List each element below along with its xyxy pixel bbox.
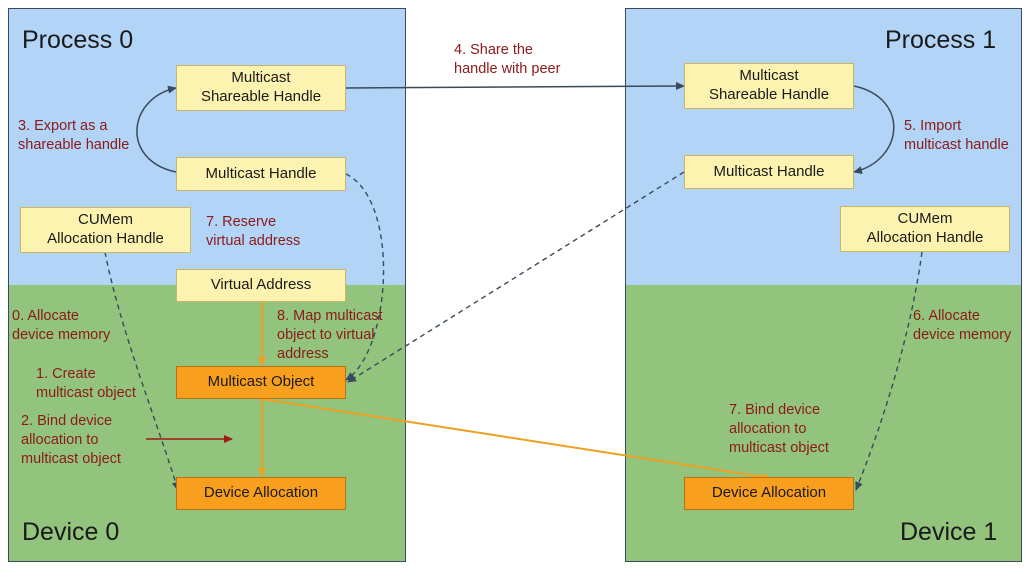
p0-cumem-to-allocation-arrow bbox=[104, 251, 180, 491]
device0-title: Device 0 bbox=[22, 518, 120, 546]
process0-title: Process 0 bbox=[22, 26, 134, 54]
d0-multicast-object-box: Multicast Object bbox=[176, 366, 346, 399]
p0-cumem-handle-box: CUMem Allocation Handle bbox=[20, 207, 191, 253]
p0-virtual-address-box: Virtual Address bbox=[176, 269, 346, 302]
note-bind1: 7. Bind device allocation to multicast o… bbox=[729, 402, 829, 456]
share-arrow bbox=[345, 82, 685, 91]
process1-title: Process 1 bbox=[885, 26, 997, 54]
import-arrow bbox=[853, 85, 895, 175]
d0-device-allocation-box: Device Allocation bbox=[176, 477, 346, 510]
note-export: 3. Export as a shareable handle bbox=[18, 118, 130, 153]
device0-region bbox=[8, 285, 406, 562]
device1-region bbox=[625, 285, 1022, 562]
p1-multicast-handle-box: Multicast Handle bbox=[684, 155, 854, 189]
p1-handle-to-object-arrow bbox=[347, 171, 685, 383]
note-alloc0: 0. Allocate device memory bbox=[12, 308, 111, 343]
note-import: 5. Import multicast handle bbox=[904, 118, 1009, 153]
object-to-allocation1-arrow bbox=[261, 398, 771, 481]
note-alloc1: 6. Allocate device memory bbox=[913, 308, 1012, 343]
note-share: 4. Share the handle with peer bbox=[454, 42, 561, 77]
export-arrow bbox=[136, 85, 177, 173]
device1-title: Device 1 bbox=[900, 518, 998, 546]
note-map: 8. Map multicast object to virtual addre… bbox=[277, 308, 383, 362]
note-bind: 2. Bind device allocation to multicast o… bbox=[21, 413, 121, 467]
p0-multicast-handle-box: Multicast Handle bbox=[176, 157, 346, 191]
p0-shareable-handle-box: Multicast Shareable Handle bbox=[176, 65, 346, 111]
d1-device-allocation-box: Device Allocation bbox=[684, 477, 854, 510]
note-create: 1. Create multicast object bbox=[36, 366, 136, 401]
p1-shareable-handle-box: Multicast Shareable Handle bbox=[684, 63, 854, 109]
note-reserve: 7. Reserve virtual address bbox=[206, 214, 301, 249]
p1-cumem-to-allocation-arrow bbox=[855, 251, 923, 491]
p1-cumem-handle-box: CUMem Allocation Handle bbox=[840, 206, 1010, 252]
